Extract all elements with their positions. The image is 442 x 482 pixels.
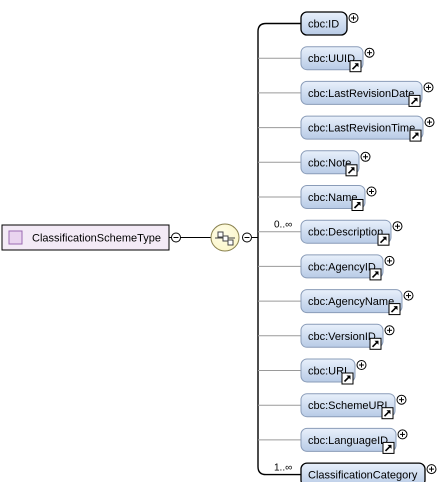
root-type-label: ClassificationSchemeType (32, 233, 161, 245)
child-elements: cbc:ID cbc:UUID cbc:LastRevisionDate cbc:La… (274, 11, 437, 482)
element-box[interactable] (300, 46, 364, 71)
sequence-compositor-icon (215, 231, 235, 246)
element-box[interactable] (300, 393, 396, 418)
element-node[interactable]: cbc:ID (300, 11, 359, 36)
connector-lines (169, 22, 301, 476)
element-box[interactable] (300, 80, 423, 105)
element-label: cbc:SchemeURI (308, 400, 387, 412)
element-box[interactable] (300, 462, 426, 482)
element-node[interactable]: cbc:LanguageID (300, 427, 408, 454)
expand-toggle[interactable] (364, 47, 375, 58)
reference-arrow-icon (349, 60, 362, 73)
element-label: cbc:LanguageID (308, 435, 388, 447)
reference-arrow-icon (369, 337, 382, 350)
compositor-collapse-toggle[interactable] (242, 232, 252, 243)
expand-toggle[interactable] (360, 151, 371, 162)
expand-toggle[interactable] (426, 464, 437, 475)
element-label: cbc:Description (308, 227, 383, 239)
expand-toggle[interactable] (397, 429, 408, 440)
element-label: cbc:ID (308, 19, 339, 31)
root-collapse-toggle[interactable] (171, 232, 181, 243)
reference-arrow-icon (341, 372, 354, 385)
element-label: cbc:Note (308, 157, 351, 169)
element-label: cbc:LastRevisionTime (308, 123, 415, 135)
reference-arrow-icon (388, 303, 401, 316)
complex-type-icon (8, 230, 23, 245)
cardinality-label: 0..∞ (274, 220, 292, 231)
element-label: cbc:VersionID (308, 331, 376, 343)
reference-arrow-icon (408, 94, 421, 107)
reference-arrow-icon (409, 129, 422, 142)
element-label: cbc:AgencyID (308, 261, 376, 273)
element-node[interactable]: cbc:LastRevisionDate (300, 80, 434, 107)
element-node[interactable]: cbc:Note (300, 150, 371, 177)
expand-toggle[interactable] (366, 186, 377, 197)
element-node[interactable]: cbc:LastRevisionTime (300, 115, 435, 142)
element-box[interactable] (300, 185, 366, 209)
expand-toggle[interactable] (392, 221, 403, 232)
element-box[interactable] (300, 427, 397, 452)
element-label: cbc:AgencyName (308, 296, 394, 308)
element-box[interactable] (300, 219, 392, 244)
element-box[interactable] (300, 11, 348, 36)
expand-toggle[interactable] (384, 255, 395, 266)
element-label: cbc:UUID (308, 53, 355, 65)
reference-arrow-icon (351, 199, 364, 211)
element-node[interactable]: 0..∞ cbc:Description (274, 219, 403, 246)
sequence-compositor[interactable] (210, 223, 240, 252)
reference-arrow-icon (381, 407, 394, 420)
element-box[interactable] (300, 115, 424, 140)
element-label: ClassificationCategory (308, 470, 418, 482)
expand-toggle[interactable] (356, 360, 367, 370)
element-node[interactable]: cbc:AgencyName (300, 289, 414, 316)
element-label: cbc:URI (308, 366, 347, 378)
element-node[interactable]: cbc:URI (300, 358, 367, 385)
reference-arrow-icon (369, 268, 382, 281)
expand-toggle[interactable] (423, 82, 434, 93)
element-node[interactable]: cbc:SchemeURI (300, 393, 407, 420)
element-node[interactable]: cbc:UUID (300, 46, 375, 73)
element-node[interactable]: cbc:AgencyID (300, 254, 395, 281)
root-type-box[interactable] (1, 224, 170, 251)
expand-toggle[interactable] (384, 325, 395, 336)
cardinality-label: 1..∞ (274, 463, 292, 474)
element-box[interactable] (300, 289, 403, 314)
element-node[interactable]: cbc:VersionID (300, 323, 395, 350)
expand-toggle[interactable] (403, 290, 414, 301)
element-node[interactable]: cbc:Name (300, 185, 377, 211)
reference-arrow-icon (377, 233, 390, 246)
element-label: cbc:LastRevisionDate (308, 88, 414, 100)
reference-arrow-icon (345, 164, 358, 177)
reference-arrow-icon (382, 441, 395, 454)
root-type-node[interactable]: ClassificationSchemeType (1, 224, 170, 251)
element-box[interactable] (300, 150, 360, 175)
expand-toggle[interactable] (424, 117, 435, 128)
element-node[interactable]: 1..∞ ClassificationCategory (274, 462, 437, 482)
element-box[interactable] (300, 323, 384, 348)
element-box[interactable] (300, 254, 384, 279)
expand-toggle[interactable] (396, 394, 407, 405)
expand-toggle[interactable] (348, 13, 359, 23)
element-label: cbc:Name (308, 192, 358, 204)
